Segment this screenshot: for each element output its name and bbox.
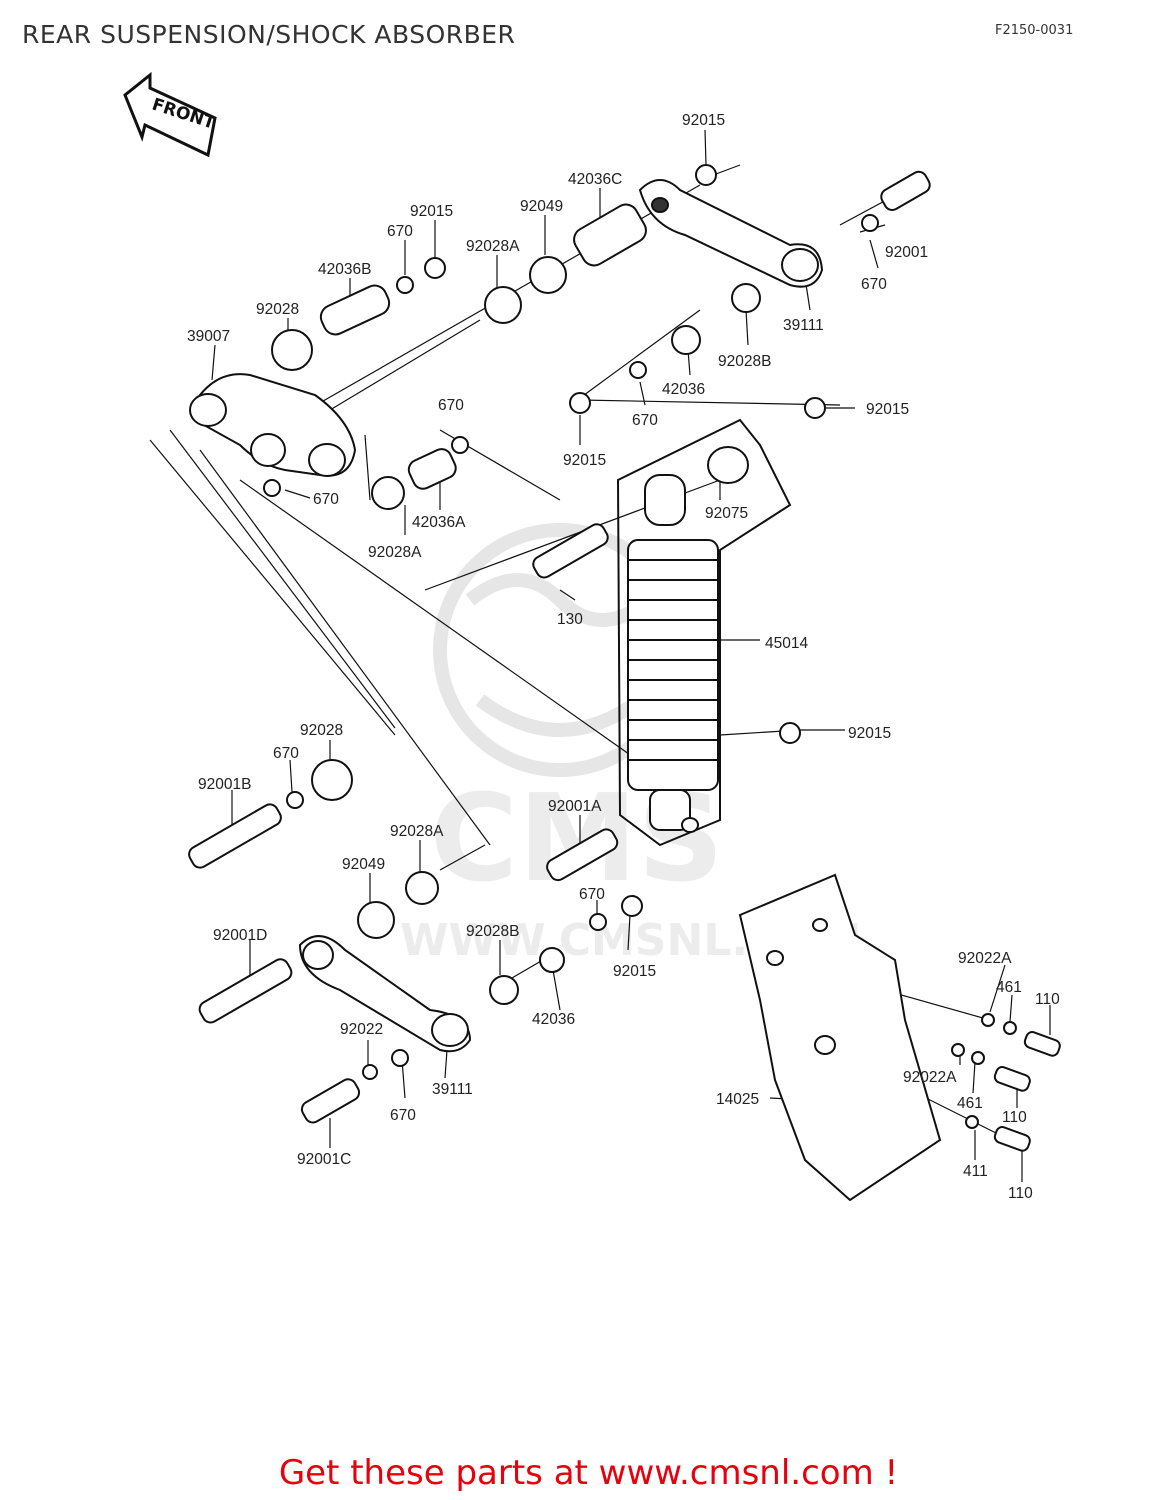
callout: 39111 [783,317,824,334]
hardware [188,164,1061,1152]
callout: 92075 [705,505,748,522]
callout: 92028B [718,353,771,370]
callout: 92028B [466,923,519,940]
callout: 92028 [300,722,343,739]
callout: 411 [963,1163,988,1180]
callout: 92001 [885,244,928,261]
callout-labels: 92015 42036C 92049 92015 670 92028A 4203… [187,112,1060,1202]
callout: 92022 [340,1021,383,1038]
callout: 461 [996,979,1022,996]
callout: 670 [438,397,464,414]
callout: 110 [1008,1185,1033,1202]
callout: 42036B [318,261,371,278]
callout: 110 [1035,991,1060,1008]
callout: 461 [957,1095,983,1112]
callout: 92049 [342,856,385,873]
callout: 42036C [568,171,622,188]
front-arrow: FRONT [123,71,218,158]
callout: 92015 [682,112,725,129]
callout: 110 [1002,1109,1027,1126]
parts-diagram: CMS WWW.CMSNL.COM FRONT [123,71,1061,1202]
callout: 670 [632,412,658,429]
callout: 670 [390,1107,416,1124]
page-title: REAR SUSPENSION/SHOCK ABSORBER [22,20,516,49]
callout: 45014 [765,635,808,652]
callout: 670 [313,491,339,508]
figure-code: F2150-0031 [995,23,1074,38]
lower-tie-rod [298,935,472,1053]
callout: 92028 [256,301,299,318]
callout: 92001D [213,927,267,944]
callout: 92001C [297,1151,351,1168]
rocker-arm [189,373,357,477]
callout: 42036 [532,1011,575,1028]
mud-guard [738,873,942,1202]
callout: 92001B [198,776,251,793]
callout: 670 [579,886,605,903]
shock-absorber [616,418,792,847]
callout: 14025 [716,1091,759,1108]
callout: 670 [861,276,887,293]
leader-lines [149,129,1051,1182]
callout: 670 [387,223,413,240]
callout: 92022A [958,950,1012,967]
callout: 130 [557,611,583,628]
callout: 92015 [410,203,453,220]
callout: 92001A [548,798,602,815]
footer-banner[interactable]: Get these parts at www.cmsnl.com ! [0,1453,1172,1493]
callout: 42036 [662,381,705,398]
callout: 670 [273,745,299,762]
callout: 92049 [520,198,563,215]
upper-tie-rod [638,179,824,288]
callout: 42036A [412,514,466,531]
callout: 39111 [432,1081,473,1098]
callout: 92028A [390,823,444,840]
callout: 92015 [866,401,909,418]
callout: 92015 [613,963,656,980]
callout: 39007 [187,328,230,345]
callout: 92028A [368,544,422,561]
callout: 92015 [848,725,891,742]
callout: 92022A [903,1069,957,1086]
footer-link-text[interactable]: Get these parts at www.cmsnl.com ! [278,1453,899,1493]
callout: 92028A [466,238,520,255]
callout: 92015 [563,452,606,469]
